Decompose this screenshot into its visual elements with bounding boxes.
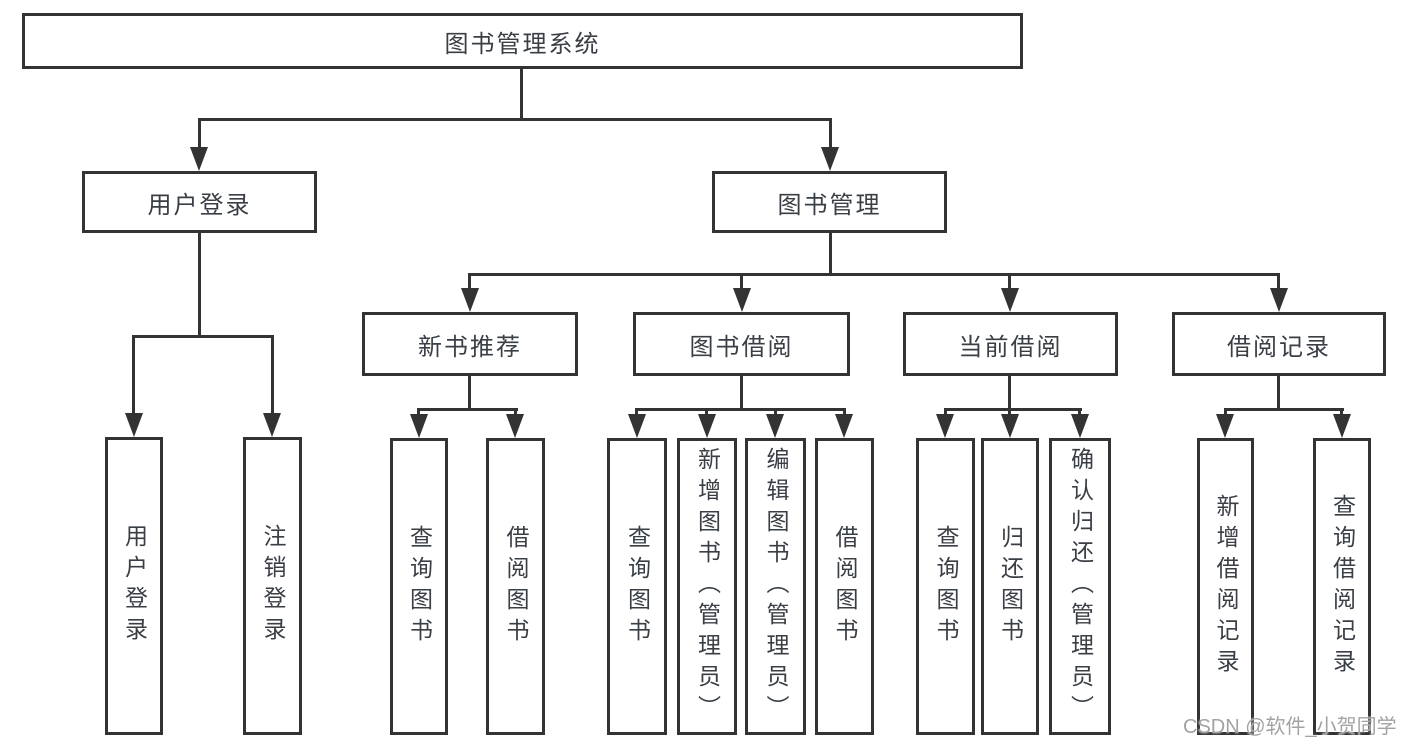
connector-line [468,273,471,290]
connector-line [944,408,1082,411]
connector-line [1008,375,1011,408]
leaf-confirm-return-admin-label: 确认归还（管理员） [1067,447,1094,726]
leaf-logout: 注销登录 [243,437,302,735]
arrow-down-icon [936,414,954,438]
node-book-management: 图书管理 [712,171,947,233]
leaf-return-book-label: 归还图书 [997,524,1024,649]
connector-line [944,408,947,416]
node-user-login: 用户登录 [82,171,317,233]
connector-line [1277,273,1280,290]
leaf-add-borrow-record: 新增借阅记录 [1197,438,1254,735]
arrow-down-icon [698,414,716,438]
leaf-recommend-query-book-label: 查询图书 [406,524,433,649]
node-new-book-recommend: 新书推荐 [362,312,578,376]
leaf-borrow-book: 借阅图书 [815,438,874,735]
connector-line [740,273,743,290]
leaf-confirm-return-admin: 确认归还（管理员） [1049,438,1111,735]
connector-line [843,408,846,416]
node-book-borrow: 图书借阅 [633,312,850,376]
arrow-down-icon [1333,414,1351,438]
leaf-add-borrow-record-label: 新增借阅记录 [1213,493,1239,680]
leaf-borrow-query-book: 查询图书 [607,438,667,735]
connector-line [198,118,201,151]
connector-line [740,375,743,408]
node-current-borrow: 当前借阅 [903,312,1118,376]
arrow-down-icon [125,413,143,437]
node-book-borrow-label: 图书借阅 [689,333,794,361]
leaf-logout-label: 注销登录 [260,524,286,648]
node-borrow-record-label: 借阅记录 [1227,333,1331,361]
connector-line [417,408,420,416]
arrow-down-icon [1270,288,1288,312]
connector-line [774,408,777,416]
leaf-query-borrow-record: 查询借阅记录 [1313,438,1371,735]
leaf-add-book-admin: 新增图书（管理员） [677,438,737,735]
connector-line [1224,408,1344,411]
connector-line [198,233,201,335]
leaf-borrow-query-book-label: 查询图书 [624,524,651,649]
node-current-borrow-label: 当前借阅 [958,333,1063,361]
connector-line [417,408,518,411]
node-borrow-record: 借阅记录 [1172,312,1386,376]
arrow-down-icon [628,414,646,438]
connector-line [132,335,135,415]
arrow-down-icon [461,288,479,312]
connector-line [635,408,846,411]
leaf-current-query-book: 查询图书 [916,438,975,735]
leaf-recommend-query-book: 查询图书 [390,438,448,735]
connector-line [514,408,517,416]
leaf-recommend-borrow-book: 借阅图书 [486,438,545,735]
arrow-down-icon [733,288,751,312]
connector-line [1078,408,1081,416]
arrow-down-icon [766,414,784,438]
connector-line [1008,408,1011,416]
connector-line [705,408,708,416]
connector-line [271,335,274,415]
arrow-down-icon [1001,288,1019,312]
connector-line [520,68,523,118]
node-root: 图书管理系统 [22,13,1023,69]
leaf-return-book: 归还图书 [981,438,1039,735]
connector-line [635,408,638,416]
leaf-current-query-book-label: 查询图书 [933,524,959,649]
leaf-add-book-admin-label: 新增图书（管理员） [694,447,721,726]
connector-line [829,118,832,151]
node-new-book-recommend-label: 新书推荐 [418,333,522,361]
arrow-down-icon [190,147,208,171]
connector-line [132,335,274,338]
connector-line [1340,408,1343,416]
arrow-down-icon [506,414,524,438]
arrow-down-icon [1216,414,1234,438]
leaf-borrow-book-label: 借阅图书 [832,524,858,649]
leaf-recommend-borrow-book-label: 借阅图书 [503,524,529,649]
arrow-down-icon [1071,414,1089,438]
arrow-down-icon [821,147,839,171]
connector-line [198,118,832,121]
connector-line [1224,408,1227,416]
connector-line [468,273,1280,276]
arrow-down-icon [263,413,281,437]
leaf-user-login: 用户登录 [105,437,163,735]
connector-line [1008,273,1011,290]
leaf-user-login-label: 用户登录 [121,524,148,648]
arrow-down-icon [1001,414,1019,438]
node-user-login-label: 用户登录 [147,191,252,219]
connector-line [1277,375,1280,408]
leaf-edit-book-admin: 编辑图书（管理员） [745,438,806,735]
arrow-down-icon [410,414,428,438]
node-root-label: 图书管理系统 [444,30,601,58]
leaf-edit-book-admin-label: 编辑图书（管理员） [763,447,789,726]
leaf-query-borrow-record-label: 查询借阅记录 [1329,493,1356,680]
connector-line [829,233,832,273]
csdn-watermark: CSDN @软件_小贺同学 [1183,716,1397,738]
node-book-management-label: 图书管理 [777,191,882,219]
connector-line [468,375,471,408]
arrow-down-icon [835,414,853,438]
